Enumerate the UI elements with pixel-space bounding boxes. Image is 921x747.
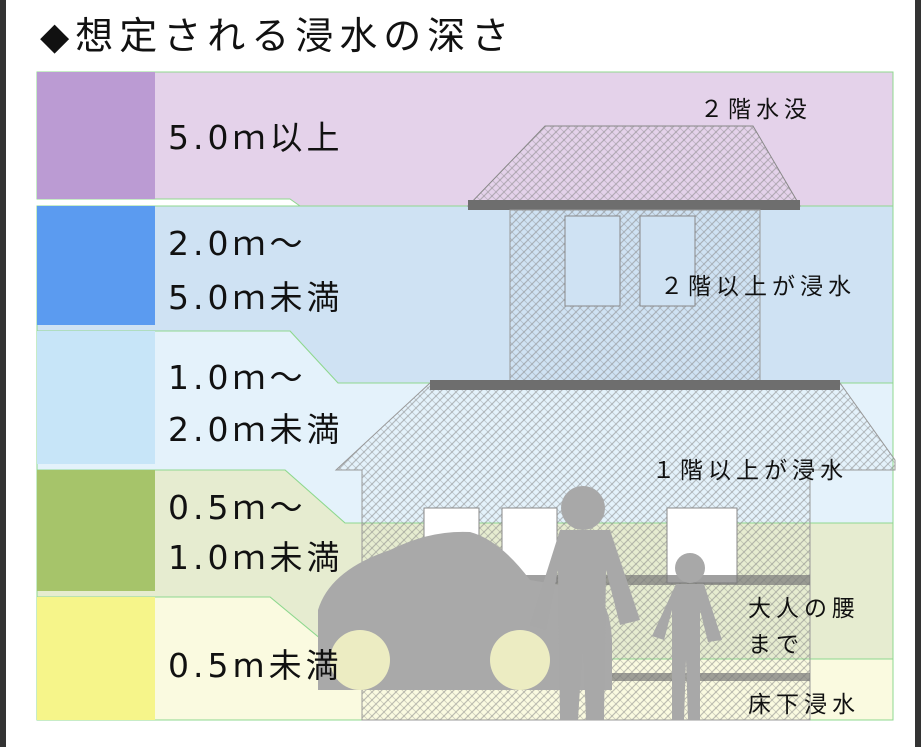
right-frame-border	[915, 0, 921, 747]
annotation-first-floor-flooded: １階以上が浸水	[652, 458, 848, 484]
swatch-2-5m	[37, 206, 155, 325]
band-label-5m-plus: 5.0ｍ以上	[168, 118, 344, 157]
left-frame-border	[0, 0, 6, 747]
annotation-second-floor-submerged: ２階水没	[700, 97, 812, 123]
car-silhouette-icon	[318, 531, 612, 690]
swatch-1-2m	[37, 331, 155, 464]
band-label-under-05m: 0.5m未満	[168, 646, 343, 685]
annotation-adult-waist-1: 大人の腰	[748, 596, 860, 622]
child-silhouette-icon	[652, 553, 722, 720]
band-label-2-5m-line2: 5.0ｍ未満	[168, 278, 344, 317]
swatch-under-05m	[37, 597, 155, 720]
swatch-05-1m	[37, 470, 155, 591]
page-title: ◆想定される浸水の深さ	[40, 14, 516, 58]
band-label-05-1m-line2: 1.0ｍ未満	[168, 538, 344, 577]
annotation-adult-waist-2: まで	[748, 632, 804, 658]
swatch-5m-plus	[37, 72, 155, 199]
annotation-below-floor: 床下浸水	[748, 692, 860, 718]
annotation-second-floor-flooded: ２階以上が浸水	[660, 274, 856, 300]
band-label-1-2m-line2: 2.0ｍ未満	[168, 410, 344, 449]
band-label-1-2m-line1: 1.0ｍ～	[168, 358, 307, 397]
adult-silhouette-icon	[530, 486, 640, 720]
band-label-2-5m-line1: 2.0ｍ～	[168, 224, 307, 263]
band-label-05-1m-line1: 0.5ｍ～	[168, 488, 307, 527]
